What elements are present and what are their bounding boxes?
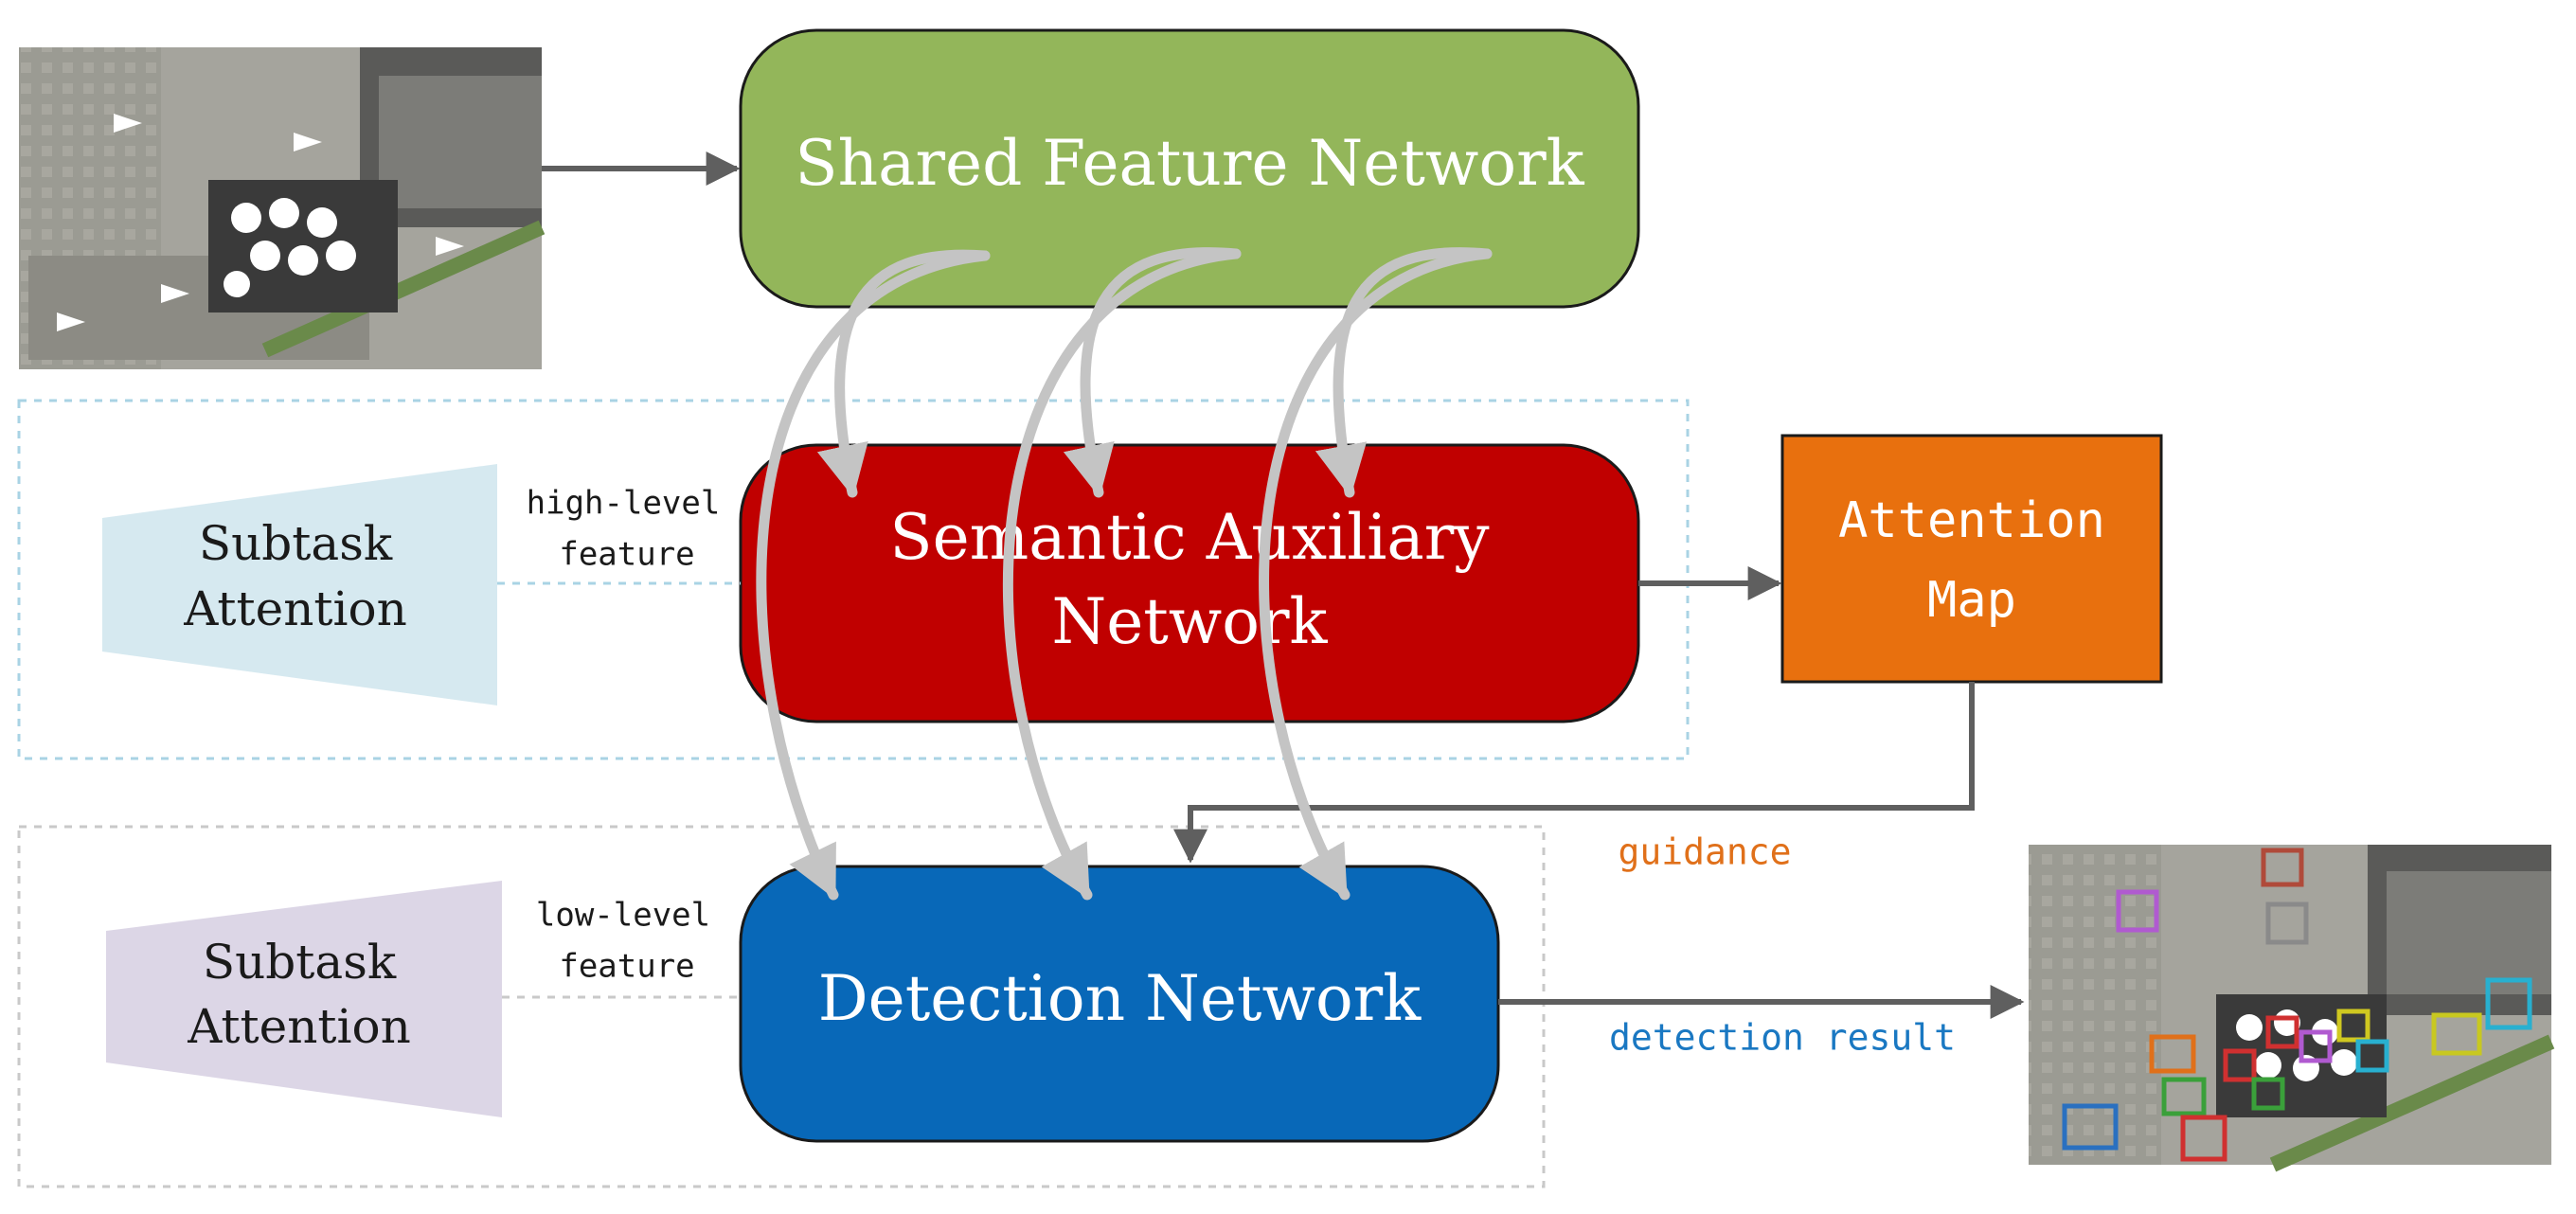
guidance-label: guidance	[1618, 831, 1791, 873]
semantic-auxiliary-network-box	[739, 443, 1640, 723]
attention-map-label-line2: Map	[1927, 572, 2016, 629]
feature-flow-arrows	[756, 247, 1493, 901]
semantic-auxiliary-network-label-line2: Network	[1051, 585, 1328, 658]
semantic-group-frame	[17, 399, 1690, 760]
attention-map-box	[1780, 434, 2163, 684]
shared-feature-network-box	[739, 28, 1640, 309]
shared-feature-network-label: Shared Feature Network	[795, 127, 1584, 200]
feature-arrow-3-to-detection	[1259, 248, 1493, 901]
input-aerial-image	[19, 47, 546, 369]
subtask-attention-top-shape	[102, 464, 497, 705]
feature-arrow-1-to-detection	[756, 250, 991, 901]
low-level-label-line2: feature	[559, 948, 694, 986]
guidance-arrow	[1173, 682, 1975, 864]
feature-arrow-2-to-semantic	[1063, 247, 1242, 498]
subtask-attention-top-line1: Subtask	[199, 516, 393, 571]
feature-arrow-2-to-detection	[1003, 248, 1242, 901]
low-level-label-line1: low-level	[536, 897, 710, 935]
semantic-auxiliary-network-label-line1: Semantic Auxiliary	[889, 501, 1490, 574]
attention-map-label-line1: Attention	[1838, 492, 2105, 549]
high-level-label-line1: high-level	[527, 485, 721, 523]
subtask-attention-bottom-line2: Attention	[187, 999, 411, 1054]
subtask-attention-bottom-line1: Subtask	[203, 935, 397, 990]
detection-network-label: Detection Network	[818, 962, 1422, 1035]
detection-group-frame	[17, 825, 1546, 1188]
feature-arrow-3-to-semantic	[1315, 247, 1493, 498]
detection-result-label: detection result	[1609, 1017, 1956, 1059]
high-level-label-line2: feature	[559, 536, 694, 574]
subtask-attention-bottom-shape	[106, 881, 502, 1117]
subtask-attention-top-line2: Attention	[183, 581, 407, 636]
detection-result-image	[2029, 845, 2555, 1172]
